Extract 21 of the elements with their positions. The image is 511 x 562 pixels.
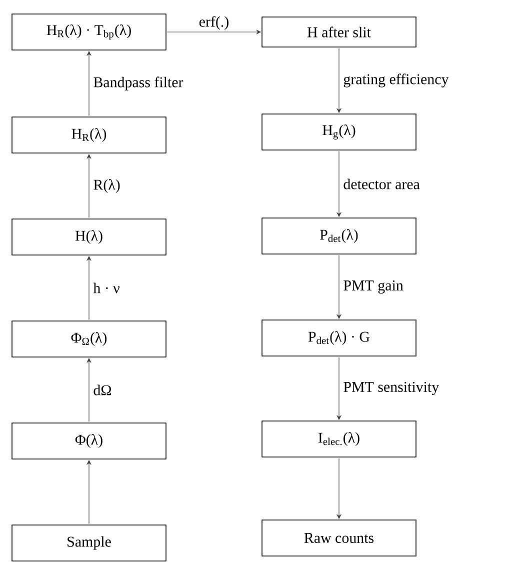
process-box: H$_{R}$(λ) · T$_{bp}$(λ) bbox=[12, 14, 166, 50]
process-box: H$_{g}$(λ) bbox=[262, 114, 416, 150]
process-box: Φ(λ) bbox=[12, 422, 166, 460]
edge-label: detector area bbox=[344, 178, 420, 190]
edge-label: Bandpass filter bbox=[94, 76, 184, 90]
process-box: H$_{R}$(λ) bbox=[12, 116, 166, 154]
process-box: Sample bbox=[12, 524, 166, 562]
edge-label: grating efficiency bbox=[344, 74, 449, 88]
edge-label: R(λ) bbox=[94, 179, 120, 193]
edge-label: PMT gain bbox=[344, 280, 404, 294]
process-box: P$_{det}$(λ) bbox=[262, 218, 416, 254]
process-box: P$_{det}$(λ) · G bbox=[262, 320, 416, 356]
process-box: Φ$_{Ω}$(λ) bbox=[12, 320, 166, 358]
edge-label: h · ν bbox=[93, 282, 120, 294]
process-box: H(λ) bbox=[12, 218, 166, 256]
process-box: H after slit bbox=[262, 16, 416, 48]
process-box: I$_{elec.}$(λ) bbox=[262, 420, 416, 458]
edge-label: PMT sensitivity bbox=[344, 382, 440, 396]
edge-label: erf(.) bbox=[199, 16, 228, 30]
process-box: Raw counts bbox=[262, 520, 416, 556]
edge-label: dΩ bbox=[94, 384, 111, 396]
